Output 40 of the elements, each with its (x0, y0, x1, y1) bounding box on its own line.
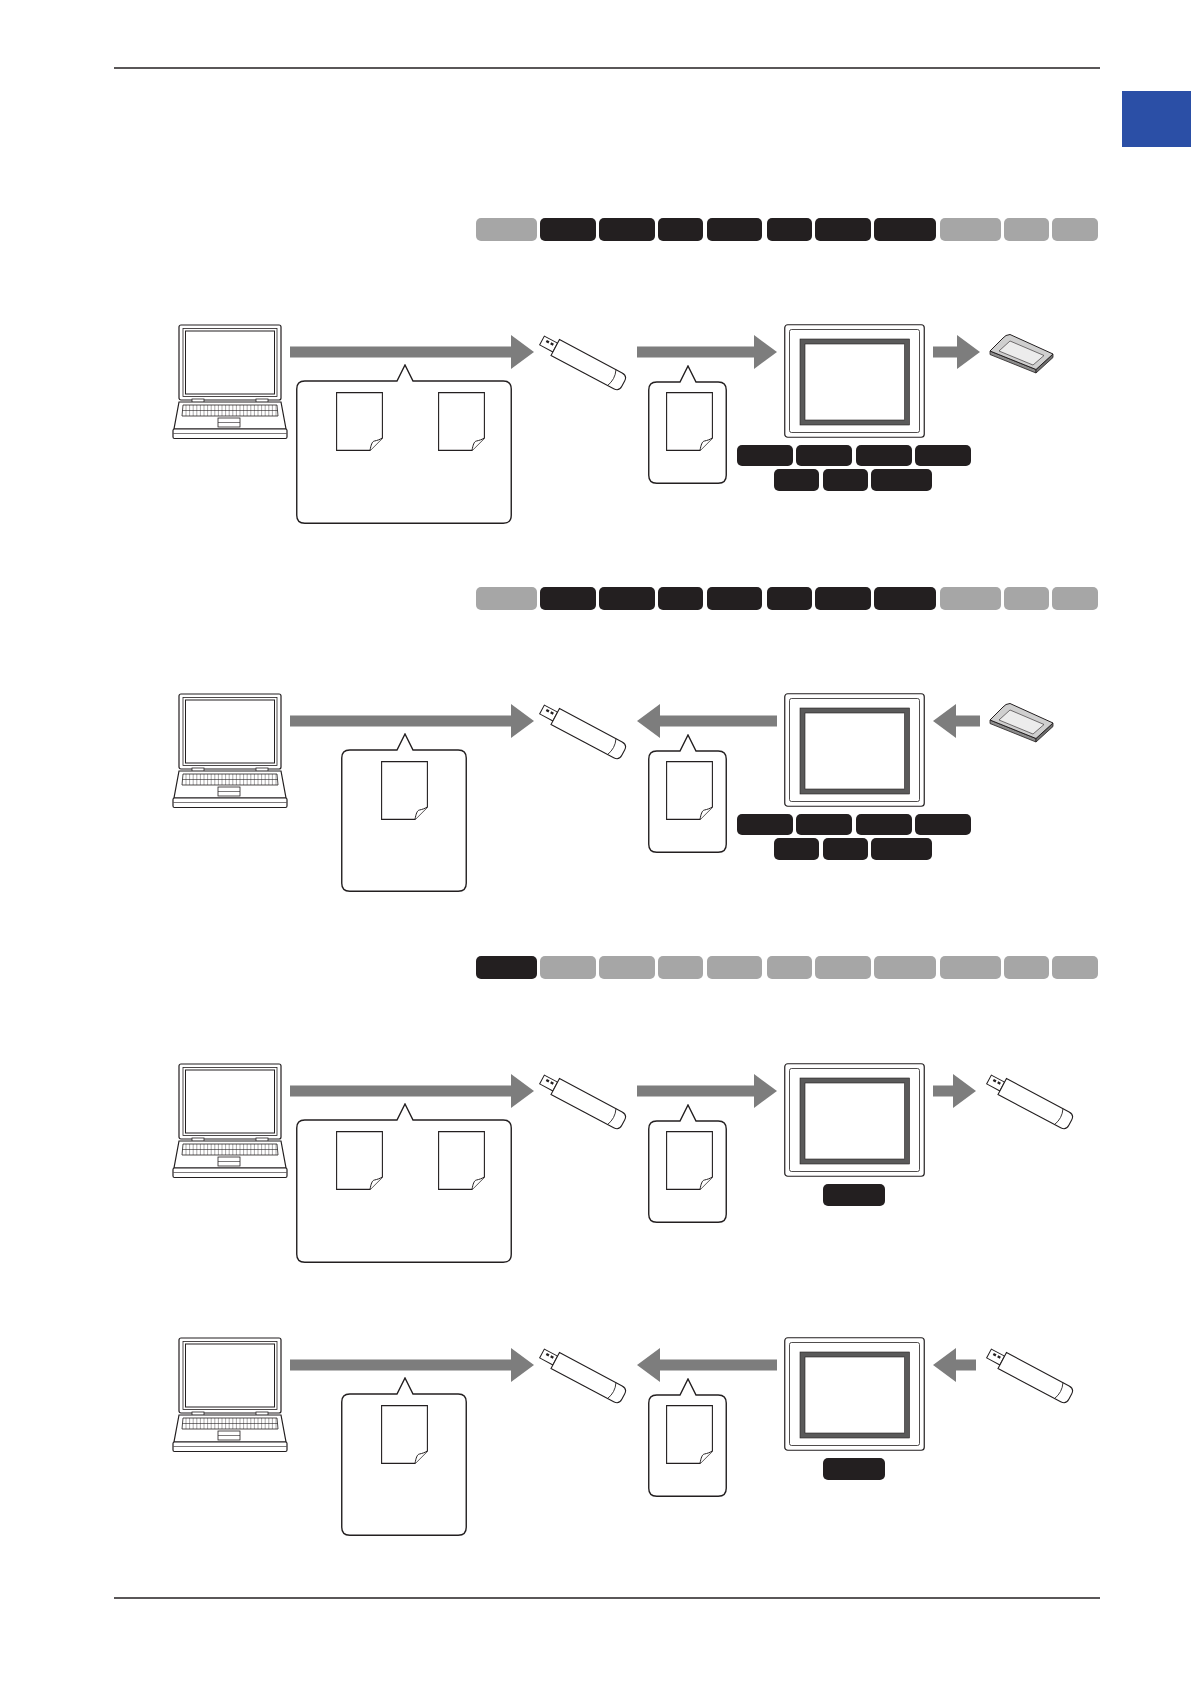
memory-card-drawing (988, 333, 1055, 374)
arrow (290, 335, 534, 369)
callout-box (296, 1103, 512, 1263)
arrow (637, 1348, 777, 1382)
arrow (290, 1074, 534, 1108)
arrow (637, 704, 777, 738)
display-panel-drawing (784, 693, 925, 807)
document-icon (666, 761, 713, 820)
display-panel-drawing (784, 1337, 925, 1451)
arrow (933, 335, 980, 369)
arrow (933, 704, 980, 738)
callout-box (648, 734, 727, 853)
laptop-drawing (172, 1063, 288, 1179)
arrow (637, 1074, 777, 1108)
arrow (933, 1074, 976, 1108)
callout-box (648, 365, 727, 484)
document-icon (438, 392, 485, 451)
document-icon (336, 392, 383, 451)
document-icon (381, 1405, 428, 1464)
document-icon (666, 1405, 713, 1464)
document-icon (336, 1131, 383, 1190)
document-icon (666, 1131, 713, 1190)
laptop-drawing (172, 324, 288, 440)
display-panel-drawing (784, 324, 925, 438)
laptop-drawing (172, 1337, 288, 1453)
callout-box (648, 1104, 727, 1223)
laptop-drawing (172, 693, 288, 809)
arrow (933, 1348, 976, 1382)
arrow (637, 335, 777, 369)
document-icon (381, 761, 428, 820)
callout-box (296, 364, 512, 524)
callout-box (341, 733, 467, 892)
callout-box (341, 1377, 467, 1536)
callout-box (648, 1378, 727, 1497)
document-icon (666, 392, 713, 451)
arrow (290, 1348, 534, 1382)
arrow (290, 704, 534, 738)
memory-card-drawing (988, 702, 1055, 743)
document-icon (438, 1131, 485, 1190)
display-panel-drawing (784, 1063, 925, 1177)
